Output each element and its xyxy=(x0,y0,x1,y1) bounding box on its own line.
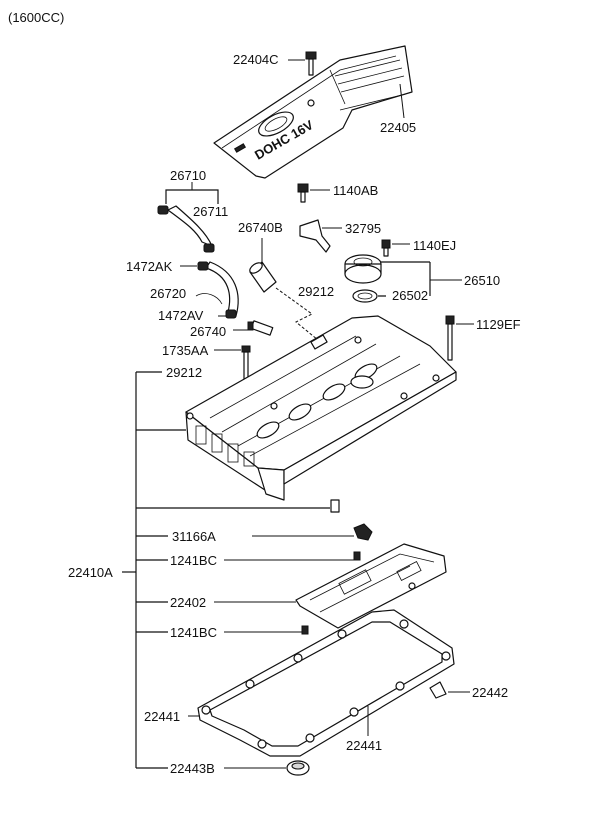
bolt-1140EJ xyxy=(381,239,410,257)
label-22441-bottom: 22441 xyxy=(346,738,382,753)
label-26510: 26510 xyxy=(464,273,500,288)
label-1735AA: 1735AA xyxy=(162,343,209,358)
hose-26720 xyxy=(195,261,239,319)
breather-hose-26711 xyxy=(157,205,215,253)
label-29212-top: 29212 xyxy=(298,284,334,299)
label-22443B: 22443B xyxy=(170,761,215,776)
pcv-valve-26740 xyxy=(233,320,274,336)
label-22442: 22442 xyxy=(472,685,508,700)
seal-22442 xyxy=(429,681,470,699)
label-22410A: 22410A xyxy=(68,565,113,580)
head-cover xyxy=(185,315,457,501)
variant-label: (1600CC) xyxy=(8,10,64,25)
label-26502: 26502 xyxy=(392,288,428,303)
screw-1241BC-a xyxy=(224,551,361,561)
label-1241BC-b: 1241BC xyxy=(170,625,217,640)
bolt-1735AA xyxy=(214,345,251,383)
label-32795: 32795 xyxy=(345,221,381,236)
bolt-22404C xyxy=(288,51,317,76)
sensor-31166A xyxy=(252,523,373,541)
label-22404C: 22404C xyxy=(233,52,279,67)
label-22402: 22402 xyxy=(170,595,206,610)
label-1472AK: 1472AK xyxy=(126,259,173,274)
seal-22443B xyxy=(224,760,310,776)
label-26711: 26711 xyxy=(193,204,228,219)
baffle-plate-22402 xyxy=(214,543,447,629)
gasket-22441 xyxy=(188,609,455,757)
label-1241BC-a: 1241BC xyxy=(170,553,217,568)
label-22441-left: 22441 xyxy=(144,709,180,724)
label-1129EF: 1129EF xyxy=(476,317,521,332)
label-26740: 26740 xyxy=(190,324,226,339)
screw-1241BC-b xyxy=(224,625,309,635)
label-22405: 22405 xyxy=(380,120,416,135)
bracket-32795 xyxy=(299,219,342,253)
label-1472AV: 1472AV xyxy=(158,308,204,323)
hose-26740B xyxy=(249,238,277,293)
bolt-1140AB xyxy=(297,183,330,203)
plug xyxy=(330,499,340,513)
engine-cover: DOHC 16V xyxy=(213,45,413,179)
oil-filler-cap-26510 xyxy=(344,254,382,303)
label-1140EJ: 1140EJ xyxy=(413,238,456,253)
label-26710: 26710 xyxy=(170,168,206,183)
label-29212-side: 29212 xyxy=(166,365,202,380)
label-26740B: 26740B xyxy=(238,220,283,235)
label-31166A: 31166A xyxy=(172,529,216,544)
label-1140AB: 1140AB xyxy=(333,183,378,198)
bracket-tree-22410A xyxy=(122,371,330,769)
bolt-1129EF xyxy=(445,315,474,361)
label-26720: 26720 xyxy=(150,286,186,301)
